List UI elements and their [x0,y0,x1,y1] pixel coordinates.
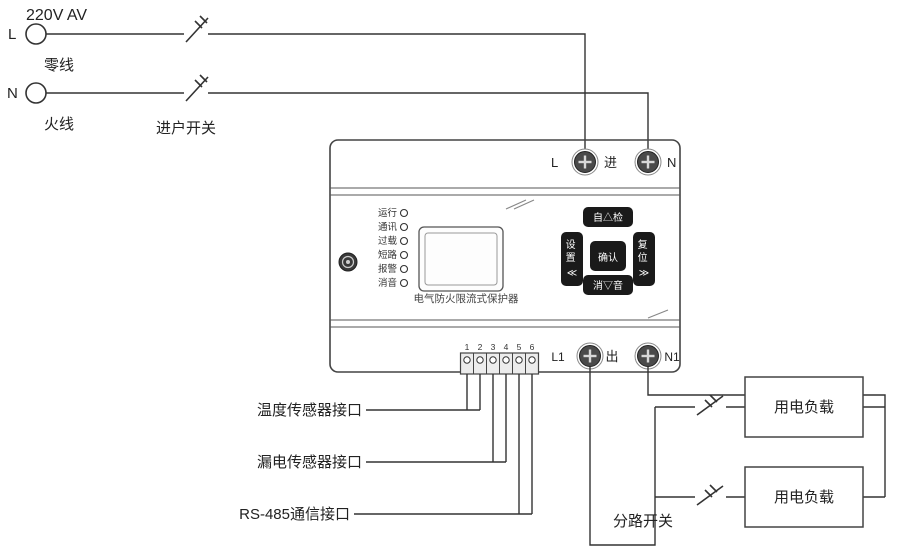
terminal-hole-1 [463,356,471,364]
entry-switch-label: 进户开关 [156,120,216,137]
terminal-number-3: 3 [491,342,496,352]
source-terminal-n-label: N [7,85,18,102]
lcd-display [418,226,504,292]
source-terminal-l [25,23,47,45]
device-title: 电气防火限流式保护器 [414,292,519,305]
terminal-block-dividers [473,353,526,374]
reset-button-label: 复 位 ≫ [638,238,651,279]
bottom-terminal-l1-label: L1 [551,350,565,364]
led-label-short: 短路 [378,249,398,261]
branch-switch2-tick2 [709,484,718,493]
branch-switch2-tick1 [704,489,713,498]
signal-terminal-block: 1 2 3 4 5 6 [459,342,540,375]
bottom-terminal-out-label: 出 [605,349,618,364]
entry-switch-tick2-l [199,15,208,24]
buzzer-center [346,260,350,264]
branch-circuits: 分路开关 用电负载 用电负载 [589,367,886,546]
terminal-number-5: 5 [517,342,522,352]
wire-l1-out [589,367,656,546]
mute-button-label: 消▽音 [593,279,623,292]
entry-switch-tick1-n [194,79,203,88]
bottom-terminal-l1-screw [575,341,605,371]
led-label-overload: 过载 [378,235,398,247]
wire-rs485 [354,374,533,515]
top-terminal-n-label: N [667,155,676,170]
top-terminal-l-screw [570,147,600,177]
entry-switch-tick2-n [199,74,208,83]
led-mute [399,278,409,288]
self-check-button[interactable] [583,207,633,227]
terminal-hole-6 [528,356,536,364]
terminal-number-1: 1 [465,342,470,352]
branch-switch1-tick2 [709,394,718,403]
led-overload [399,236,409,246]
wire-l-in-right [208,33,586,149]
button-cluster: 自△检 设 置 ≪ 确认 复 位 ≫ 消▽音 [561,207,655,295]
self-check-button-label: 自△检 [593,211,623,224]
terminal-number-2: 2 [478,342,483,352]
entry-switch-blade-l [185,17,209,43]
entry-switch-tick1-l [194,20,203,29]
load1-label: 用电负载 [774,399,834,416]
mute-button[interactable] [583,275,633,295]
entry-switch-blade-n [185,76,209,102]
terminal-number-6: 6 [530,342,535,352]
bottom-terminal-n1-screw [633,341,663,371]
protector-device: L 进 N 运行 通讯 过载 短路 报警 消音 [329,139,681,375]
source-terminal-l-label: L [8,26,16,43]
wire-temp-sensor [366,374,481,411]
top-terminal-l-label: L [551,155,558,170]
power-source: 220V AV L 零线 N 火线 [7,7,87,133]
setup-button[interactable] [561,232,583,286]
device-molding-mark-bottom [647,309,669,319]
input-wiring [46,33,649,149]
rs485-label: RS-485通信接口 [239,506,350,523]
bottom-terminal-n1-label: N1 [664,350,680,364]
display-screen [424,232,498,286]
led-run [399,208,409,218]
sensor-interfaces: 温度传感器接口 漏电传感器接口 RS-485通信接口 [239,374,533,523]
wire-leakage-sensor [366,374,507,463]
top-terminal-in-label: 进 [604,155,617,170]
setup-button-label: 设 置 ≪ [566,239,579,279]
led-indicators: 运行 通讯 过载 短路 报警 消音 [378,207,409,289]
terminal-number-4: 4 [504,342,509,352]
device-bottom-terminals: L1 出 N1 [551,341,680,371]
terminal-hole-3 [489,356,497,364]
neutral-wire-label: 零线 [44,57,74,74]
display-frame [418,226,504,292]
buzzer-ring [341,255,355,269]
terminal-hole-4 [502,356,510,364]
terminal-hole-2 [476,356,484,364]
wire-n-in-right [208,92,649,149]
led-label-alarm: 报警 [378,263,398,275]
led-short [399,250,409,260]
reset-button[interactable] [633,232,655,286]
load-box-2 [744,466,864,528]
entry-switch: 进户开关 [156,15,216,137]
led-comm [399,222,409,232]
confirm-button-label: 确认 [598,251,618,264]
led-label-run: 运行 [378,207,398,219]
led-label-mute: 消音 [378,277,397,289]
source-terminal-n [25,82,47,104]
branch-switch1-tick1 [704,399,713,408]
top-terminal-n-screw [633,147,663,177]
live-wire-label: 火线 [44,116,74,133]
buzzer-icon [338,252,358,272]
branch-switch-label: 分路开关 [613,513,673,530]
device-top-terminals: L 进 N [551,147,676,177]
led-alarm [399,264,409,274]
device-molding-mark-top [505,199,535,210]
load2-label: 用电负载 [774,489,834,506]
led-label-comm: 通讯 [378,222,398,233]
terminal-hole-5 [515,356,523,364]
voltage-label: 220V AV [26,7,87,24]
confirm-button[interactable] [590,241,626,271]
leakage-sensor-label: 漏电传感器接口 [257,454,362,471]
temp-sensor-label: 温度传感器接口 [257,402,362,419]
load-box-1 [744,376,864,438]
